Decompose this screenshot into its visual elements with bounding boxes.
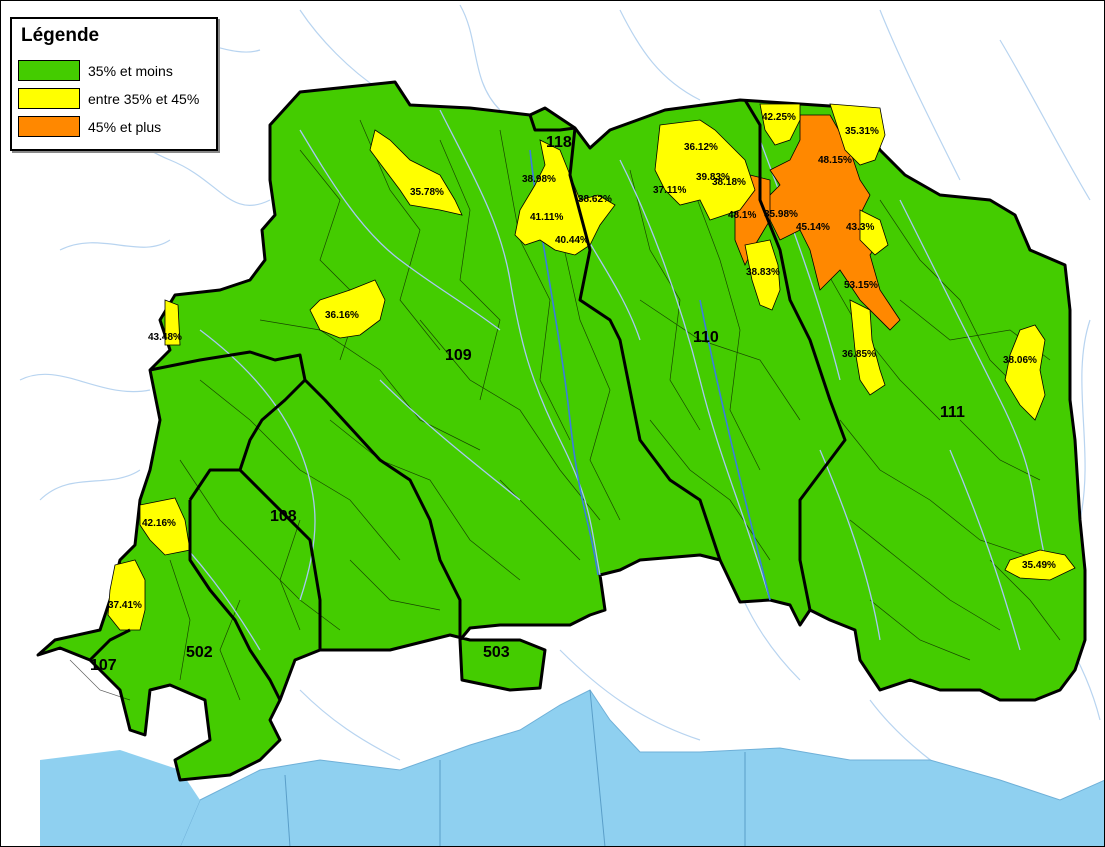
zone-label-502: 502 <box>186 644 213 661</box>
pct-label: 38.18% <box>712 177 746 188</box>
pct-label: 40.44% <box>555 235 589 246</box>
zone-label-109: 109 <box>445 347 472 364</box>
pct-label: 35.98% <box>764 209 798 220</box>
pct-label: 35.78% <box>410 187 444 198</box>
sub-basin-lines <box>69 119 1061 701</box>
zone-label-110: 110 <box>693 329 719 346</box>
legend-item-high: 45% et plus <box>18 115 213 139</box>
percentage-labels: 35.78% 38.98% 38.62% 41.11% 40.44% 36.16… <box>108 112 1056 611</box>
legend-title: Légende <box>21 25 100 46</box>
pct-label: 38.83% <box>746 267 780 278</box>
lake-water <box>40 750 200 847</box>
pct-label: 36.85% <box>842 349 876 360</box>
pct-label: 37.41% <box>108 600 142 611</box>
pct-label: 35.31% <box>845 126 879 137</box>
pct-label: 41.11% <box>530 212 563 223</box>
zone-labels: 109 110 111 108 107 502 503 118 <box>90 134 965 674</box>
pct-label: 43.3% <box>846 222 874 233</box>
lake-water <box>179 689 1105 847</box>
zone-label-111: 111 <box>940 404 965 421</box>
legend-item-mid: entre 35% et 45% <box>18 87 213 111</box>
legend-label-high: 45% et plus <box>88 119 162 135</box>
pct-label: 35.49% <box>1022 560 1056 571</box>
pct-label: 39.83% <box>696 172 730 183</box>
pct-label: 42.25% <box>762 112 796 123</box>
legend-swatch-high <box>18 116 80 137</box>
zone-label-107: 107 <box>90 657 117 674</box>
pct-label: 36.12% <box>684 142 718 153</box>
lake-grid <box>284 689 746 847</box>
legend-item-low: 35% et moins <box>18 59 213 83</box>
rivers <box>159 109 1051 651</box>
pct-label: 48.1% <box>728 210 756 221</box>
legend-swatch-mid <box>18 88 80 109</box>
legend-label-mid: entre 35% et 45% <box>88 91 200 107</box>
pct-label: 38.06% <box>1003 355 1037 366</box>
zone-label-118: 118 <box>546 134 572 151</box>
zone-label-503: 503 <box>483 644 510 661</box>
pct-label: 38.62% <box>578 194 612 205</box>
pct-label: 53.15% <box>844 280 878 291</box>
zone-label-108: 108 <box>270 508 297 525</box>
mid-zones <box>107 103 1076 631</box>
legend-swatch-low <box>18 60 80 81</box>
pct-label: 37.11% <box>653 185 686 196</box>
legend-label-low: 35% et moins <box>88 63 173 79</box>
pct-label: 38.98% <box>522 174 556 185</box>
zone-boundaries <box>88 99 847 701</box>
pct-label: 42.16% <box>142 518 176 529</box>
high-zone <box>759 114 901 331</box>
pct-label: 43.48% <box>148 332 182 343</box>
legend-box: Légende 35% et moins entre 35% et 45% 45… <box>10 17 218 151</box>
pct-label: 48.15% <box>818 155 852 166</box>
pct-label: 36.16% <box>325 310 359 321</box>
pct-label: 45.14% <box>796 222 830 233</box>
